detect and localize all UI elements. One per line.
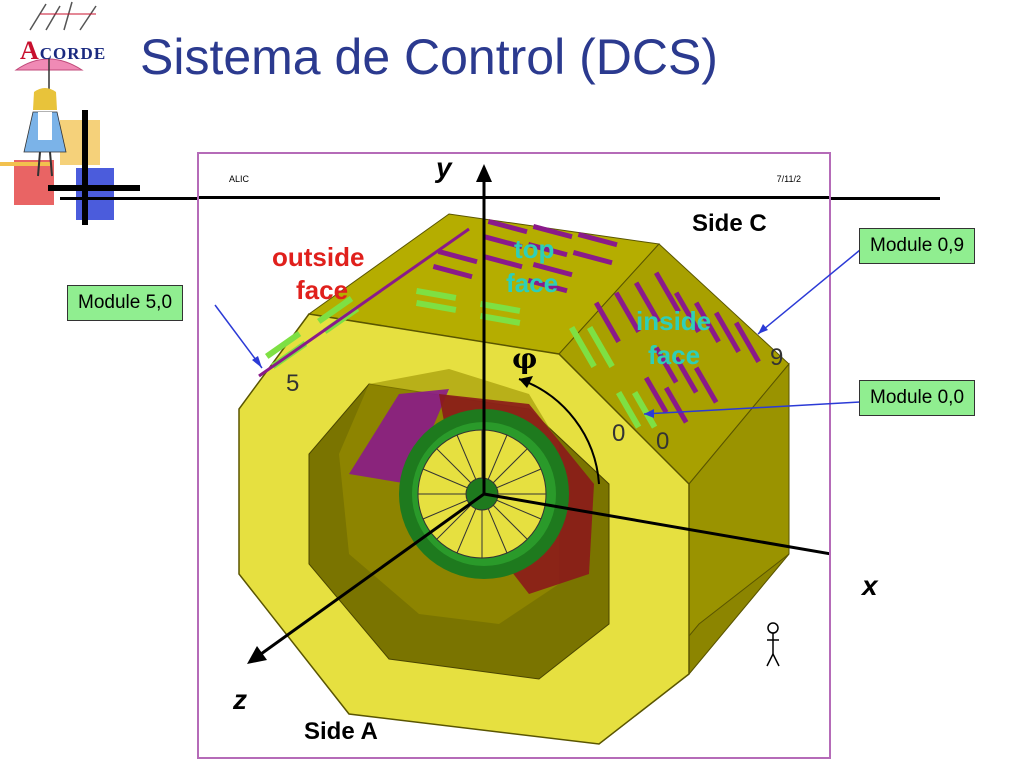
side-c-label: Side C (692, 210, 767, 237)
module-index-0-right: 0 (656, 428, 670, 455)
phi-symbol: φ (512, 342, 538, 375)
callout-module-0-9: Module 0,9 (859, 228, 976, 264)
y-axis-label: y (436, 152, 452, 183)
top-face-label-line2: face (506, 268, 559, 298)
top-face-modules (415, 219, 618, 326)
z-axis-label: z (233, 684, 247, 715)
outside-face-edge (258, 227, 470, 378)
frame-header: ALIC 7/11/2 (199, 154, 829, 199)
callout-module-0-0: Module 0,0 (859, 380, 976, 416)
detector-illustration (238, 164, 829, 745)
logo-letter: A (20, 36, 40, 65)
callout-module-5-0: Module 5,0 (67, 285, 184, 321)
inner-purple-panel (349, 389, 449, 484)
detector-diagram-frame: ALIC 7/11/2 (197, 152, 831, 759)
inside-face-label-line1: inside (636, 306, 712, 336)
human-scale-icon (766, 622, 780, 667)
frame-header-left: ALIC (229, 174, 250, 184)
logo-wordmark: ACORDE (20, 36, 106, 66)
acorde-logo-graphic (0, 1, 140, 225)
top-face-label-line1: top (514, 234, 555, 264)
x-axis-line (483, 492, 829, 556)
module-index-0-left: 0 (612, 420, 626, 447)
z-axis-arrowhead (247, 646, 267, 664)
phi-arc-arrowhead (519, 376, 533, 388)
outside-face-label-line2: face (296, 275, 349, 305)
frame-header-right: 7/11/2 (776, 174, 801, 184)
z-axis-line (253, 492, 485, 661)
side-a-label: Side A (304, 718, 378, 745)
axes (253, 172, 829, 661)
phi-arc (518, 378, 600, 485)
inside-face-label-line2: face (648, 340, 701, 370)
x-axis-label: x (862, 570, 878, 601)
y-axis-arrowhead (476, 164, 492, 182)
slide-title: Sistema de Control (DCS) (140, 29, 718, 85)
outside-face-label-line1: outside (272, 242, 365, 272)
module-index-5: 5 (286, 370, 300, 397)
module-index-9: 9 (770, 344, 784, 371)
logo-rest: CORDE (39, 44, 107, 63)
